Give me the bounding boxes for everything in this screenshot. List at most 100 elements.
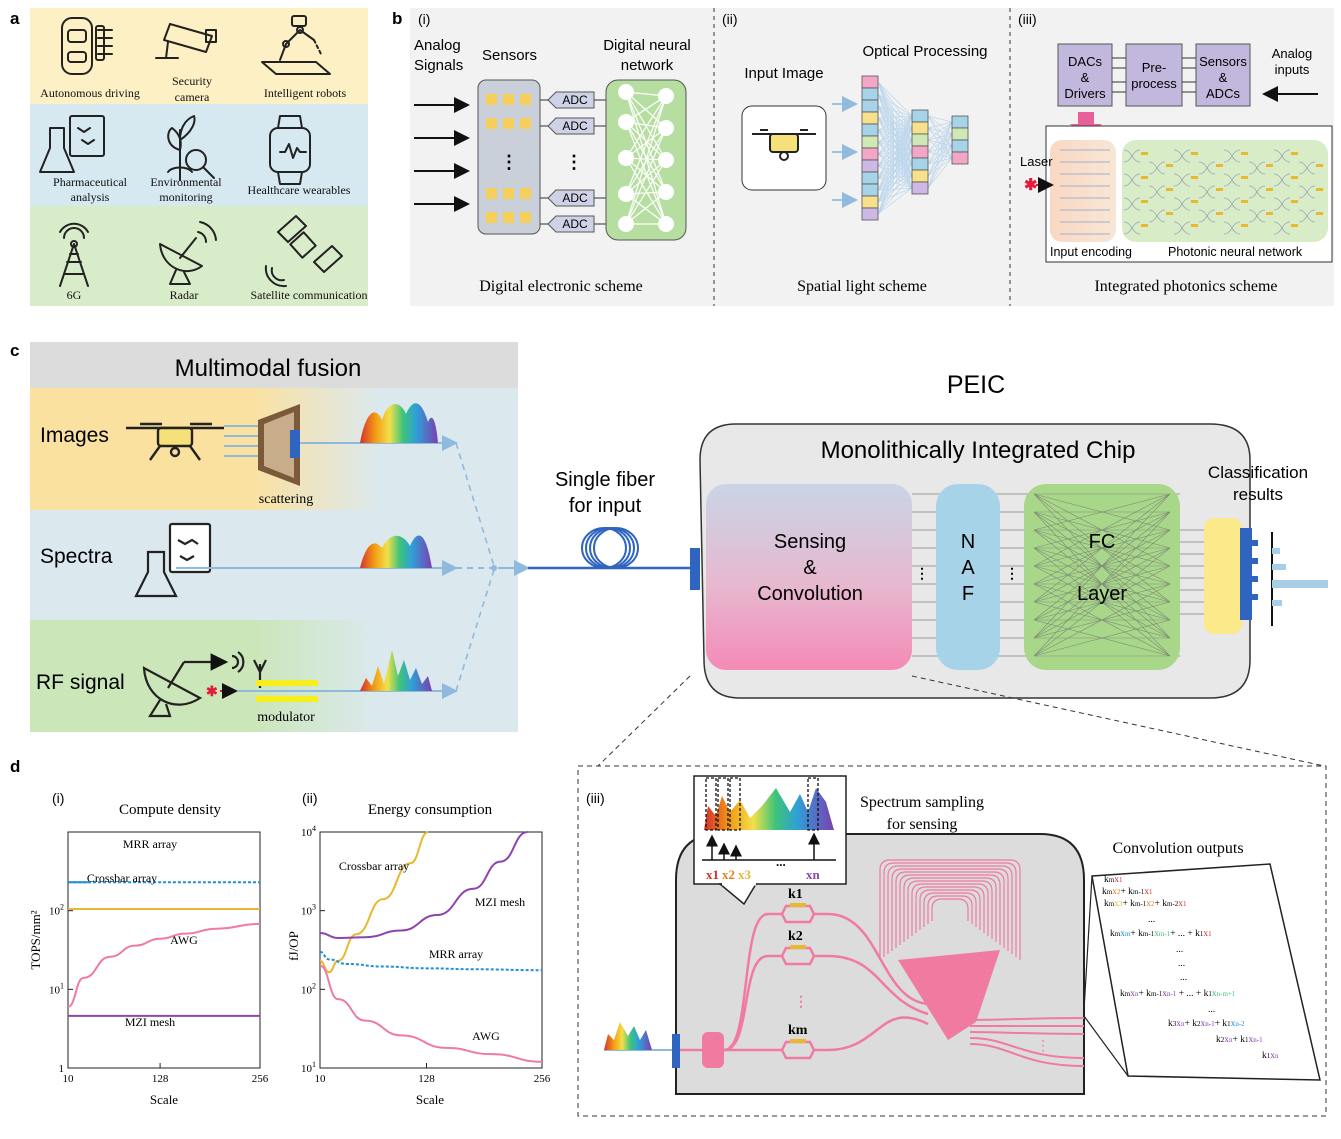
panel-c: c Multimodal fusion Images Spectra RF si… [10,341,1328,767]
kernel-phase-shifter [790,903,806,907]
optical-layer-cell [951,115,969,129]
y-tick-label: 103 [301,903,316,918]
optical-layer-cell [951,151,969,165]
y-tick-label: 1 [59,1063,65,1075]
chart-1-ylabel: TOPS/mm² [28,910,43,969]
app-label-6g: 6G [67,288,82,302]
optical-layer-cell [861,171,879,185]
svg-text:...: ... [1208,1005,1215,1015]
digital-network-graph [618,84,674,232]
network-node [658,88,674,104]
phase-shifter [1266,188,1273,191]
scheme-2-caption: Spatial light scheme [797,278,927,295]
images-spectrum [360,403,438,443]
optical-layer-cell [951,139,969,153]
chart-2-ylabel: fJ/OP [286,931,301,961]
svg-text:kmxn+ km-1xn-1 + ... + k1xn-m+: kmxn+ km-1xn-1 + ... + k1xn-m+1 [1120,989,1236,999]
optical-layer-cell [861,99,879,113]
zoom-line-right [911,675,1325,767]
sampling-windows [705,777,819,831]
optical-layer-cell [911,109,929,123]
y-tick-label: 104 [301,824,316,839]
modulator-electrode [256,696,318,702]
preprocess-block [1125,43,1183,107]
phase-shifter [1191,200,1198,203]
plot-area [67,831,261,1069]
classification-detector [1204,518,1242,634]
network-node [658,120,674,136]
app-label-satellite-communication: Satellite communication [251,288,368,302]
x-tick-label: 128 [152,1073,169,1085]
sensors-label: Sensors [482,47,537,64]
app-label-radar: Radar [170,288,199,302]
sensors-adcs-label: Sensors&ADCs [1199,54,1247,101]
flask-icon [39,115,105,173]
plant-magnifier-icon [167,115,215,181]
phase-shifter [1241,224,1248,227]
smartwatch-icon [269,115,311,185]
optical-layer-cell [861,123,879,137]
car-icon [61,17,113,75]
optical-layer-cell [861,75,879,89]
optical-layer-cell [911,133,929,147]
phase-shifter [1166,212,1173,215]
phase-shifter [1141,200,1148,203]
network-node [618,186,634,202]
plot-area [319,831,543,1069]
phase-shifter [1291,176,1298,179]
series-line-awg [67,922,261,1008]
photonic-network-region [1122,140,1328,242]
series-line-crossbar-array [319,831,429,974]
series-label-mzi-mesh: MZI mesh [475,895,525,909]
series-line-awg [319,964,543,1063]
x-tick-label: 128 [418,1073,435,1085]
optical-layer-cell [861,111,879,125]
input-spectrum [604,1022,652,1050]
series-label-crossbar-array: Crossbar array [87,871,157,885]
spectra-label: Spectra [40,545,113,568]
optical-layer-cell [861,195,879,209]
phase-shifter [1141,152,1148,155]
svg-text:⋮: ⋮ [1005,565,1019,581]
chart-2-xlabel: Scale [416,1092,444,1107]
fiber-coupler [690,548,700,590]
sampled-spectrum [704,788,834,830]
network-node [618,84,634,100]
kernel-label: k1 [788,887,803,902]
fc-layer-mesh [1033,493,1171,657]
chart-2-title: Energy consumption [368,802,493,818]
splitter [702,1032,724,1068]
panel-a-label: a [10,9,20,28]
svg-text:⋮: ⋮ [794,993,808,1009]
series-label-crossbar-array: Crossbar array [339,859,409,873]
scheme-1-tag: (i) [418,11,430,27]
rf-signal-label: RF signal [36,671,125,694]
adc-label: ADC [562,217,588,231]
sample-label-x2: x2 [722,867,735,882]
analog-input-arrows [414,97,470,212]
optical-layer-cell [861,147,879,161]
drone-icon [752,129,816,161]
svg-text:k2xn+ k1xn-1: k2xn+ k1xn-1 [1216,1035,1263,1045]
chart-1-title: Compute density [119,802,222,818]
optical-layer-cell [951,127,969,141]
scheme-3-tag: (iii) [1018,11,1037,27]
phase-shifter [1191,176,1198,179]
network-node [618,114,634,130]
chart-1-tag: (i) [52,790,64,806]
modulator-label: modulator [257,710,315,725]
optical-layer-cell [861,135,879,149]
